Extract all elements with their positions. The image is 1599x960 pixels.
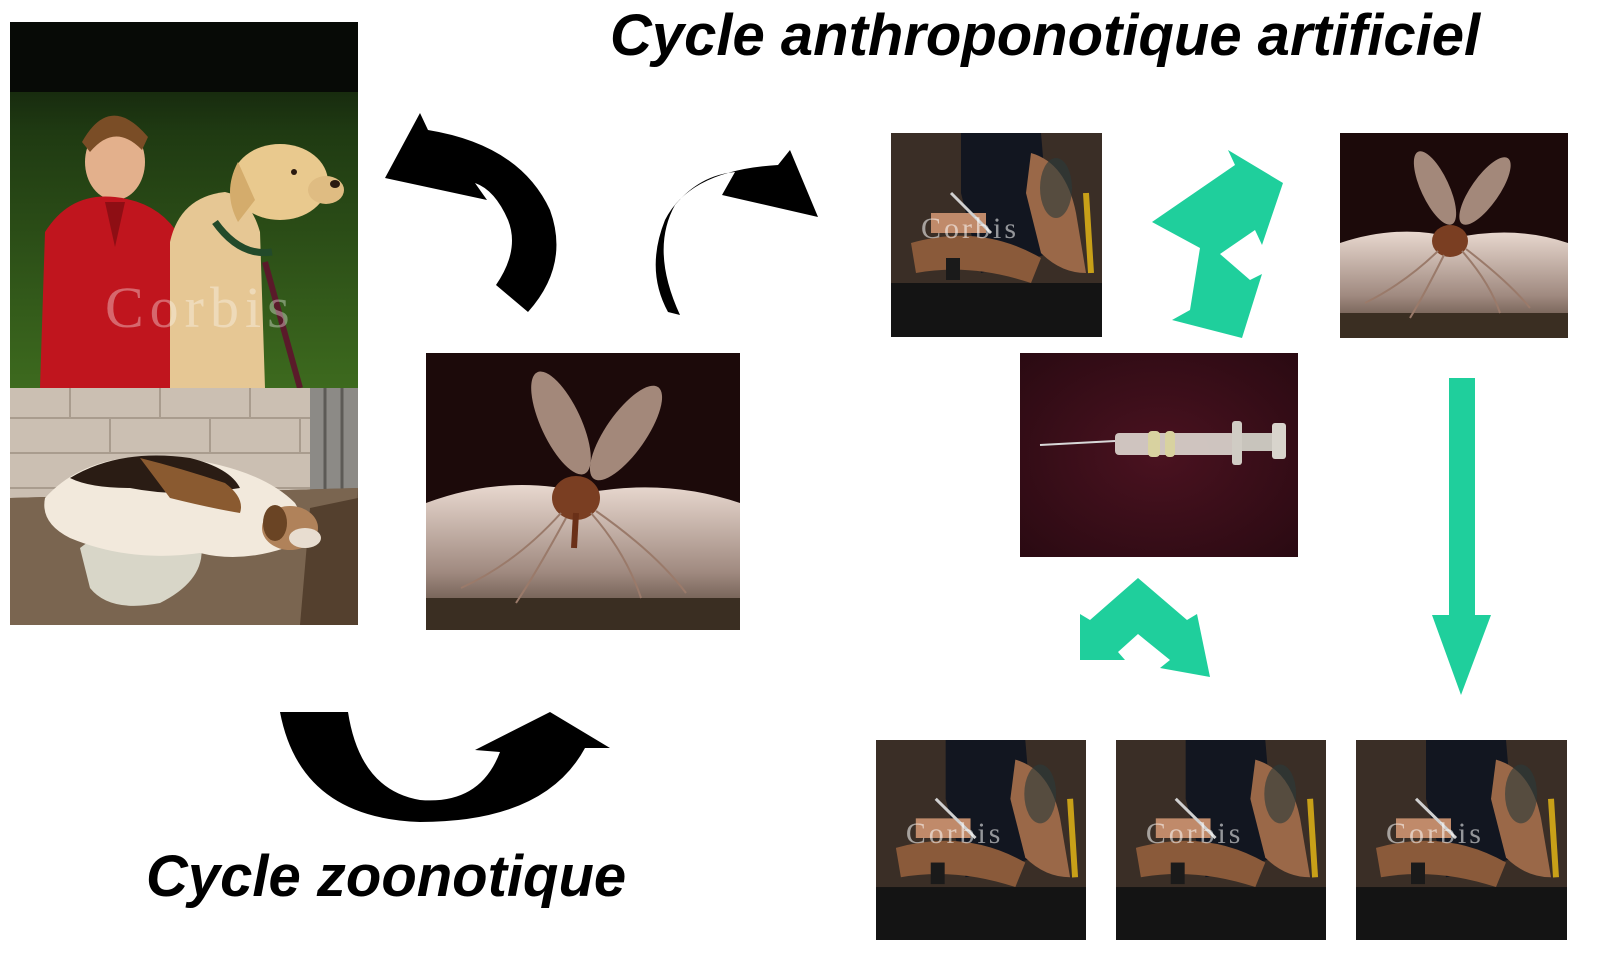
corbis-watermark: Corbis bbox=[921, 212, 1019, 245]
syringe-photo bbox=[1020, 353, 1298, 557]
woman-with-dog-photo: Corbis bbox=[10, 22, 358, 388]
sandfly-photo-left bbox=[426, 353, 740, 630]
artificial-cycle-title: Cycle anthroponotique artificiel bbox=[610, 2, 1480, 69]
zoonotic-cycle-arrow-icon bbox=[280, 712, 610, 822]
sick-dog-photo bbox=[10, 388, 358, 625]
teal-double-arrow-top-icon bbox=[1152, 150, 1283, 338]
tattooed-arm-photo-bottom-1: Corbis bbox=[876, 740, 1086, 940]
corbis-watermark: Corbis bbox=[105, 275, 296, 340]
teal-double-arrow-bottom-icon bbox=[1080, 578, 1210, 677]
tattooed-arm-photo-bottom-3: Corbis bbox=[1356, 740, 1567, 940]
corbis-watermark: Corbis bbox=[1146, 818, 1244, 850]
corbis-watermark: Corbis bbox=[1386, 818, 1484, 850]
tattooed-arm-photo-top: Corbis bbox=[891, 133, 1102, 337]
teal-down-arrow-icon bbox=[1432, 378, 1491, 695]
curved-arrow-to-human-icon bbox=[656, 150, 818, 315]
corbis-watermark: Corbis bbox=[906, 818, 1004, 850]
zoonotic-cycle-title: Cycle zoonotique bbox=[146, 843, 626, 910]
sandfly-photo-right bbox=[1340, 133, 1568, 338]
curved-arrow-to-reservoir-icon bbox=[385, 113, 556, 312]
tattooed-arm-photo-bottom-2: Corbis bbox=[1116, 740, 1326, 940]
